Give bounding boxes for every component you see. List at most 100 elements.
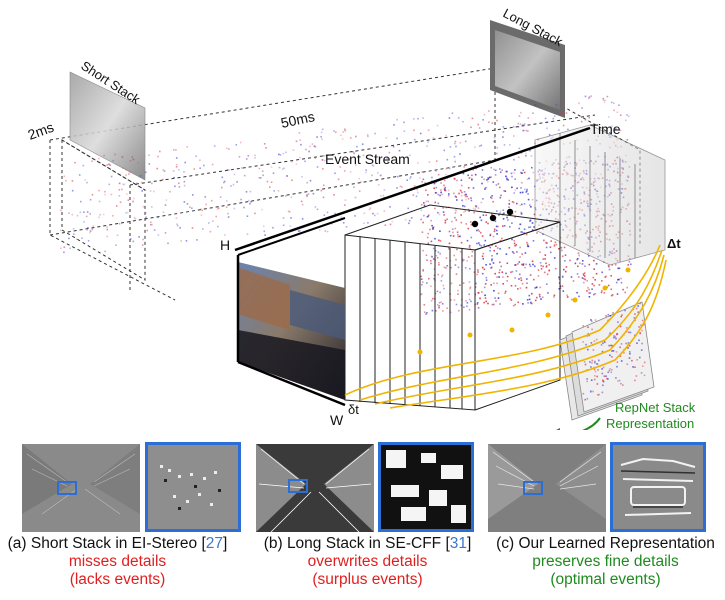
event-particle xyxy=(451,112,454,114)
event-particle xyxy=(486,179,488,181)
panel-c-images xyxy=(488,440,723,532)
event-particle xyxy=(499,261,501,264)
event-particle xyxy=(517,288,519,290)
event-particle xyxy=(491,244,493,246)
event-particle xyxy=(477,271,479,273)
event-particle xyxy=(494,297,496,299)
event-particle xyxy=(430,240,433,243)
event-particle xyxy=(454,216,456,219)
event-particle xyxy=(431,309,434,312)
event-particle xyxy=(71,213,74,216)
event-particle xyxy=(583,361,586,363)
event-particle xyxy=(610,371,613,374)
event-particle xyxy=(534,287,536,289)
event-particle xyxy=(613,102,615,104)
event-particle xyxy=(611,125,613,128)
panel-c-verdict: preserves fine details xyxy=(532,553,679,570)
event-particle xyxy=(506,280,508,282)
event-particle xyxy=(587,255,590,257)
event-particle xyxy=(200,214,203,216)
event-particle xyxy=(254,212,256,215)
event-particle xyxy=(548,134,551,136)
event-particle xyxy=(484,294,486,297)
event-particle xyxy=(546,121,548,124)
event-particle xyxy=(630,263,632,266)
event-particle xyxy=(635,307,638,310)
event-particle xyxy=(321,138,323,140)
event-particle xyxy=(447,189,450,192)
event-particle xyxy=(440,191,442,194)
event-particle xyxy=(619,325,622,328)
event-particle xyxy=(249,190,252,193)
event-particle xyxy=(213,145,216,147)
event-particle xyxy=(602,97,604,100)
event-particle xyxy=(542,258,544,260)
event-particle xyxy=(484,187,487,189)
event-particle xyxy=(534,104,537,106)
event-particle xyxy=(473,271,476,273)
event-particle xyxy=(374,214,376,217)
event-particle xyxy=(499,239,502,242)
event-particle xyxy=(246,215,249,217)
event-particle xyxy=(180,240,182,242)
event-particle xyxy=(482,198,484,200)
event-particle xyxy=(483,301,485,304)
event-particle xyxy=(183,184,186,187)
event-particle xyxy=(530,155,533,157)
event-particle xyxy=(511,270,514,273)
event-particle xyxy=(514,210,517,213)
event-particle xyxy=(502,131,505,133)
event-particle xyxy=(408,219,411,222)
event-particle xyxy=(607,265,610,267)
event-particle xyxy=(258,167,261,170)
event-particle xyxy=(427,194,429,196)
event-particle xyxy=(584,95,587,98)
event-particle xyxy=(485,264,487,266)
event-particle xyxy=(606,377,608,380)
event-particle xyxy=(261,170,264,172)
event-particle xyxy=(601,289,603,292)
event-particle xyxy=(309,179,312,182)
event-particle xyxy=(588,292,590,294)
event-particle xyxy=(112,159,114,162)
event-particle xyxy=(493,249,495,252)
event-particle xyxy=(89,213,91,215)
event-particle xyxy=(620,382,622,385)
event-particle xyxy=(184,161,186,164)
event-particle xyxy=(110,193,113,196)
event-particle xyxy=(616,293,619,295)
height-axis-label: H xyxy=(220,237,230,253)
event-particle xyxy=(422,269,424,271)
event-particle xyxy=(582,341,584,343)
event-particle xyxy=(581,277,584,279)
event-particle xyxy=(334,172,336,175)
event-particle xyxy=(223,181,225,184)
event-particle xyxy=(297,230,300,232)
event-particle xyxy=(444,221,447,224)
event-particle xyxy=(598,284,601,286)
event-particle xyxy=(362,154,365,157)
panel-c-note: (optimal events) xyxy=(550,571,661,588)
event-particle xyxy=(525,233,528,236)
event-particle xyxy=(518,227,521,230)
event-particle xyxy=(489,263,491,265)
event-particle xyxy=(582,325,584,327)
event-particle xyxy=(68,212,70,214)
event-particle xyxy=(469,268,471,270)
event-particle xyxy=(465,223,468,225)
event-particle xyxy=(65,179,67,182)
event-particle xyxy=(519,223,522,226)
event-particle xyxy=(467,197,470,200)
event-particle xyxy=(340,134,342,137)
event-particle xyxy=(549,246,552,248)
event-particle xyxy=(627,347,629,349)
panel-b-images xyxy=(250,440,485,532)
event-particle xyxy=(350,137,352,139)
event-particle xyxy=(442,207,444,209)
event-particle xyxy=(121,155,124,158)
event-particle xyxy=(616,361,619,363)
event-particle xyxy=(640,372,643,374)
event-particle xyxy=(510,172,513,175)
event-particle xyxy=(443,287,445,290)
event-particle xyxy=(527,302,529,304)
